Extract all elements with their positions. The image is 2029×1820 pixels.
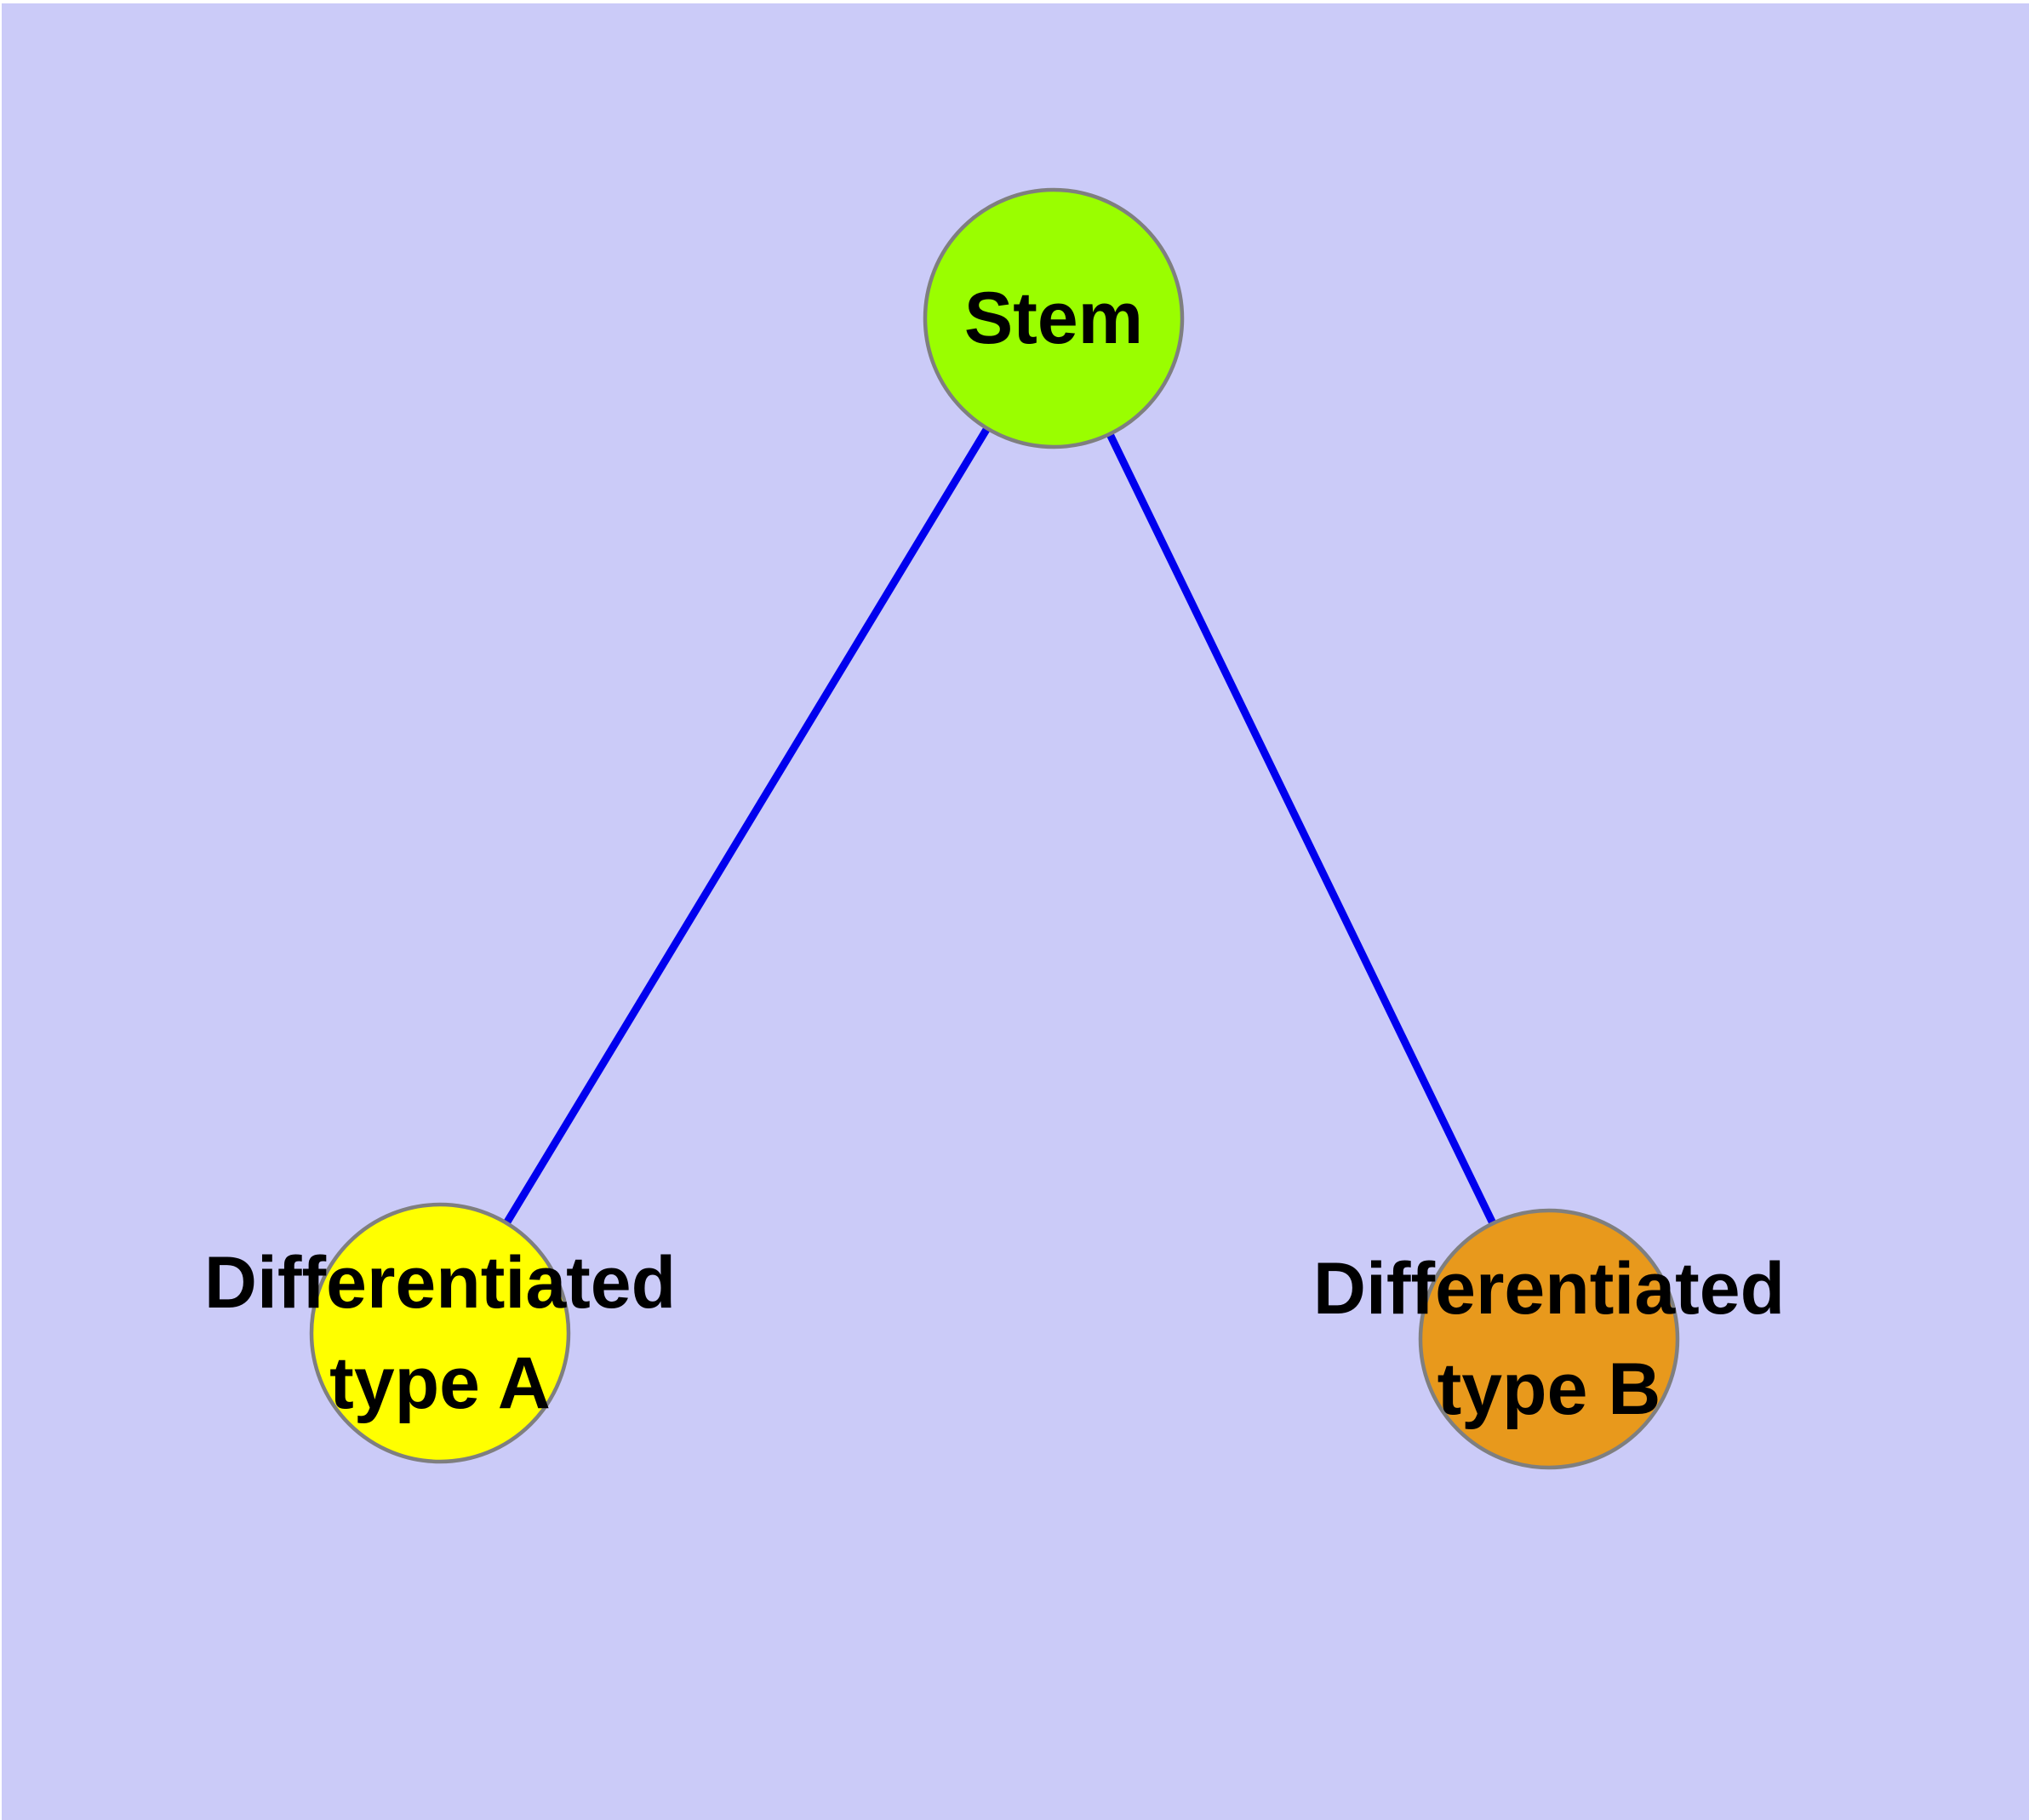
edge-stem-typeA (437, 316, 1057, 1336)
node-typeB-circle (1418, 1208, 1680, 1470)
node-typeA-circle (309, 1202, 571, 1464)
node-stem-label: Stem (963, 278, 1144, 359)
node-typeB-label: Differentiated type B (1312, 1248, 1786, 1430)
node-stem-circle (923, 187, 1185, 449)
edge-stem-typeB (1049, 317, 1553, 1341)
node-typeA-label: Differentiated type A (203, 1242, 677, 1424)
